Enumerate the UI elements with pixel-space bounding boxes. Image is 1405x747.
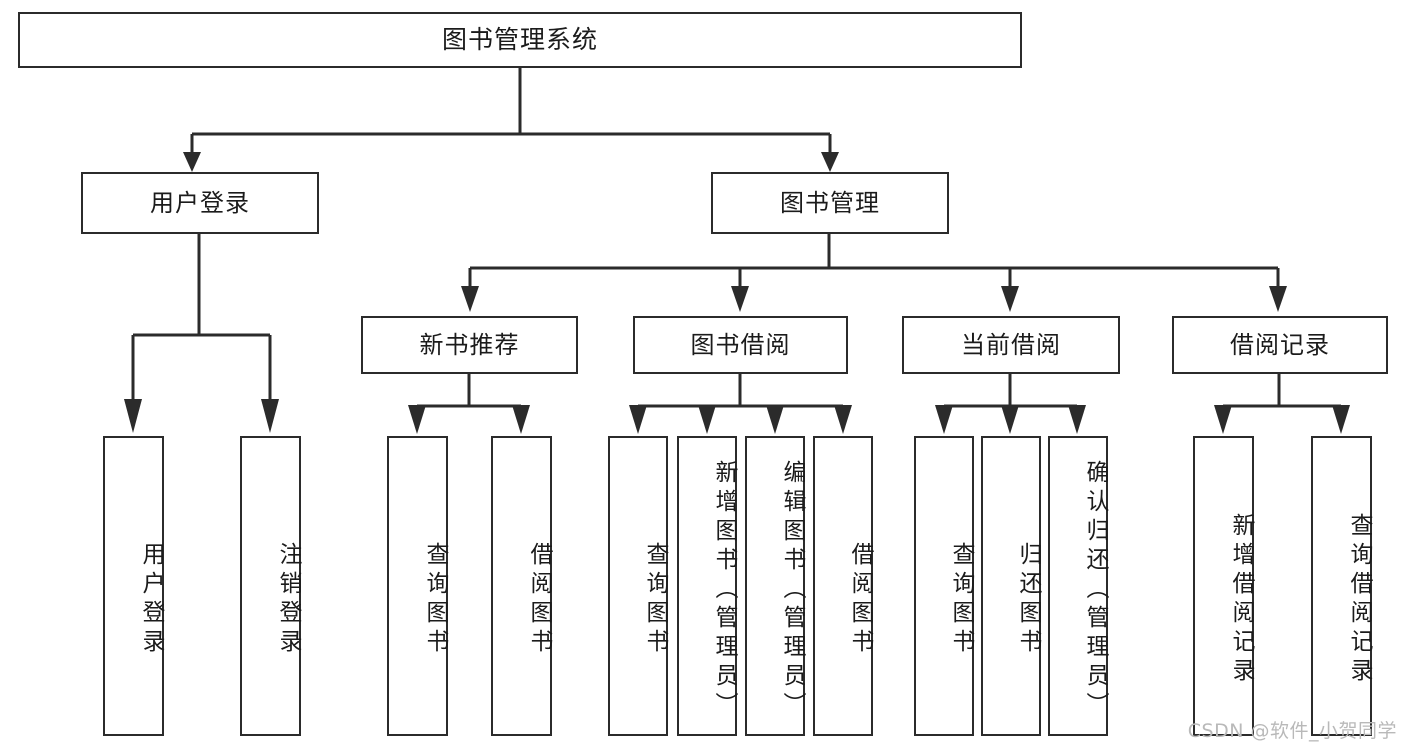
node-label: 用户登录	[138, 542, 164, 658]
node-label: 新书推荐	[419, 330, 520, 359]
node-label: 查询图书	[948, 542, 974, 658]
node-label: 确认归还（管理员）	[1082, 459, 1108, 721]
node-label: 新增图书（管理员）	[711, 459, 737, 721]
leaf-record-add-record[interactable]: 新增借阅记录	[1193, 436, 1254, 736]
node-label: 新增借阅记录	[1228, 513, 1254, 687]
node-borrow-record[interactable]: 借阅记录	[1172, 316, 1388, 374]
leaf-borrow-borrow-book[interactable]: 借阅图书	[813, 436, 873, 736]
node-label: 查询借阅记录	[1346, 513, 1372, 687]
node-label: 用户登录	[150, 188, 250, 217]
node-label: 当前借阅	[961, 330, 1061, 359]
node-label: 图书管理	[780, 188, 880, 217]
leaf-borrow-query-book[interactable]: 查询图书	[608, 436, 668, 736]
leaf-current-confirm-return-admin[interactable]: 确认归还（管理员）	[1048, 436, 1108, 736]
node-label: 查询图书	[642, 542, 668, 658]
node-label: 借阅记录	[1230, 330, 1330, 359]
node-label: 借阅图书	[526, 542, 552, 658]
leaf-user-login-login[interactable]: 用户登录	[103, 436, 164, 736]
node-label: 图书借阅	[690, 330, 791, 359]
node-label: 图书管理系统	[441, 25, 598, 55]
leaf-user-login-logout[interactable]: 注销登录	[240, 436, 301, 736]
node-label: 归还图书	[1015, 542, 1041, 658]
node-user-login[interactable]: 用户登录	[81, 172, 319, 234]
node-label: 查询图书	[422, 542, 448, 658]
node-current-borrow[interactable]: 当前借阅	[902, 316, 1120, 374]
node-label: 借阅图书	[847, 542, 873, 658]
node-root-system[interactable]: 图书管理系统	[18, 12, 1022, 68]
leaf-current-query-book[interactable]: 查询图书	[914, 436, 974, 736]
node-book-borrow[interactable]: 图书借阅	[633, 316, 848, 374]
leaf-borrow-add-book-admin[interactable]: 新增图书（管理员）	[677, 436, 737, 736]
leaf-borrow-edit-book-admin[interactable]: 编辑图书（管理员）	[745, 436, 805, 736]
node-book-management[interactable]: 图书管理	[711, 172, 949, 234]
node-new-book-recommend[interactable]: 新书推荐	[361, 316, 578, 374]
leaf-recommend-query-book[interactable]: 查询图书	[387, 436, 448, 736]
node-label: 编辑图书（管理员）	[779, 459, 805, 721]
leaf-current-return-book[interactable]: 归还图书	[981, 436, 1041, 736]
leaf-record-query-record[interactable]: 查询借阅记录	[1311, 436, 1372, 736]
node-label: 注销登录	[275, 542, 301, 658]
watermark-text: CSDN @软件_小贺同学	[1187, 720, 1397, 742]
leaf-recommend-borrow-book[interactable]: 借阅图书	[491, 436, 552, 736]
